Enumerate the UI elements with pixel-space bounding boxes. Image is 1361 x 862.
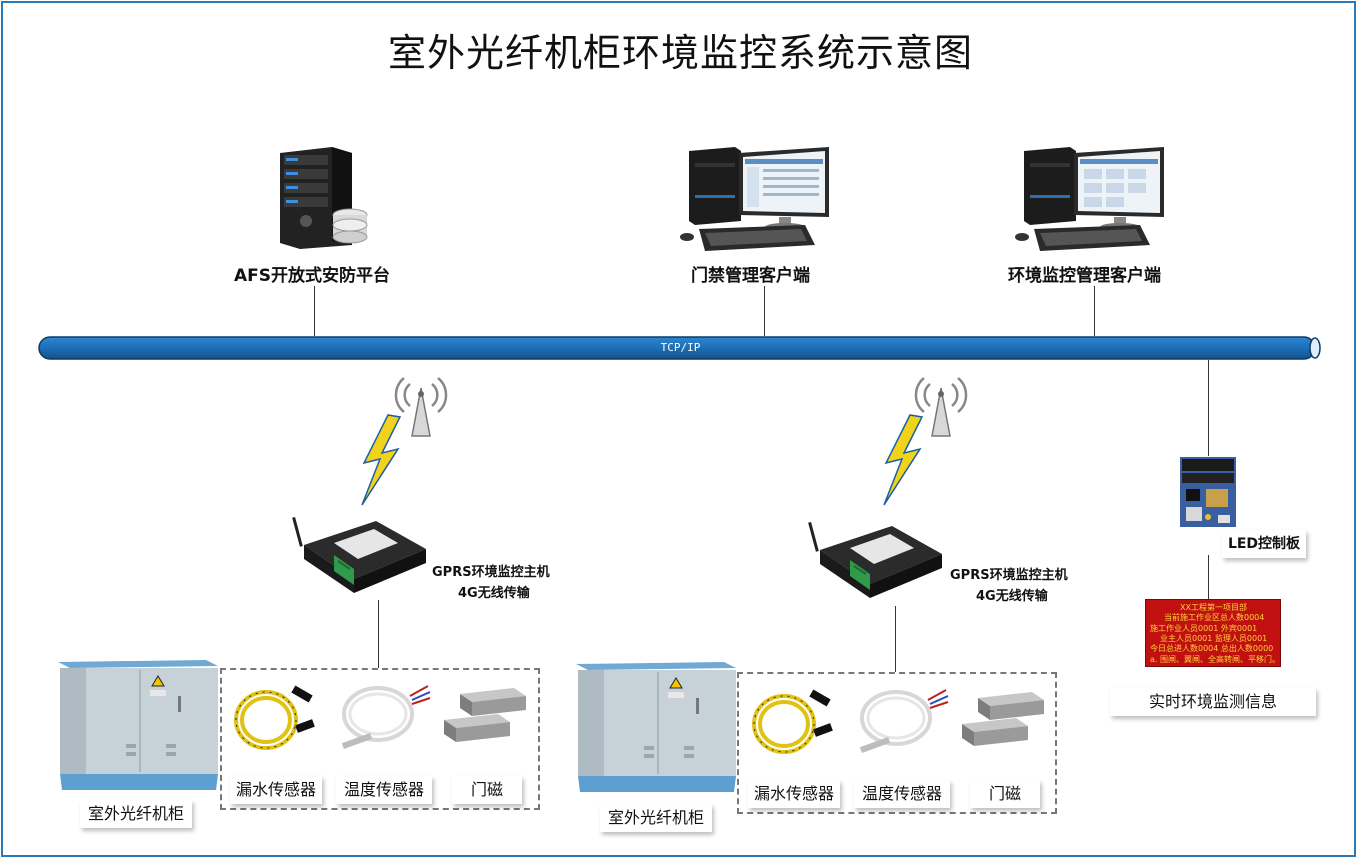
access-client-label: 门禁管理客户端 [691, 266, 810, 286]
led-line-3: 施工作业人员0001 外宾0001 [1150, 624, 1258, 633]
sensor2-door-label: 门磁 [970, 780, 1040, 808]
led-line-6: a. 围闸、翼闸、全高转闸、平移门。 [1150, 655, 1280, 664]
led-screen: XX工程第一项目部 当前施工作业区总人数0004 施工作业人员0001 外宾00… [1146, 600, 1280, 666]
env-client-label: 环境监控管理客户端 [1008, 266, 1161, 286]
temperature-sensor-icon [859, 689, 949, 753]
host2-label-line2: 4G无线传输 [976, 589, 1048, 604]
led-board-label: LED控制板 [1222, 530, 1306, 558]
host1-label-line1: GPRS环境监控主机 [432, 565, 550, 580]
sensor2-water-label: 漏水传感器 [748, 780, 840, 808]
connector-led-board [1208, 360, 1209, 456]
led-control-board-icon [1180, 457, 1236, 527]
wireless-tower-icon [394, 377, 448, 437]
sensor1-temperature-label: 温度传感器 [336, 776, 432, 804]
sensor-group-1 [220, 668, 540, 810]
desktop-computer-icon [1015, 147, 1164, 251]
network-bus [38, 336, 1321, 360]
realtime-info-label: 实时环境监测信息 [1110, 688, 1316, 716]
water-leak-sensor-icon [752, 689, 833, 754]
temperature-sensor-icon [341, 685, 431, 749]
connector-access [764, 286, 765, 336]
desktop-computer-icon [680, 147, 829, 251]
sensor-group-2 [737, 672, 1057, 814]
connector-host1 [378, 600, 379, 668]
server-icon [280, 147, 368, 249]
led-line-2: 当前施工作业区总人数0004 [1164, 613, 1265, 622]
cabinet1-label: 室外光纤机柜 [80, 800, 192, 828]
lightning-bolt-icon [361, 414, 402, 506]
monitoring-host-icon [292, 516, 426, 593]
sensor2-temperature-label: 温度传感器 [854, 780, 950, 808]
diagram-title: 室外光纤机柜环境监控系统示意图 [387, 31, 973, 75]
host1-label-line2: 4G无线传输 [458, 586, 530, 601]
fiber-cabinet-icon [576, 662, 736, 792]
led-line-4: 业主人员0001 监理人员0001 [1160, 634, 1268, 643]
door-magnet-icon [444, 688, 526, 742]
sensor1-water-label: 漏水传感器 [230, 776, 322, 804]
door-magnet-icon [962, 692, 1044, 746]
wireless-tower-icon [914, 377, 968, 437]
connector-host2 [895, 606, 896, 672]
sensor1-door-label: 门磁 [452, 776, 522, 804]
connector-env [1094, 286, 1095, 336]
connector-afs [314, 286, 315, 336]
lightning-bolt-icon [883, 414, 924, 506]
led-line-5: 今日总进人数0004 总出人数0000 [1150, 644, 1274, 653]
fiber-cabinet-icon [58, 660, 218, 790]
bus-label: TCP/IP [660, 341, 701, 354]
host2-label-line1: GPRS环境监控主机 [950, 568, 1068, 583]
connector-led-screen [1208, 555, 1209, 599]
water-leak-sensor-icon [234, 685, 315, 750]
cabinet2-label: 室外光纤机柜 [600, 804, 712, 832]
monitoring-host-icon [808, 521, 942, 598]
led-line-1: XX工程第一项目部 [1180, 603, 1247, 612]
afs-platform-label: AFS开放式安防平台 [234, 266, 391, 286]
